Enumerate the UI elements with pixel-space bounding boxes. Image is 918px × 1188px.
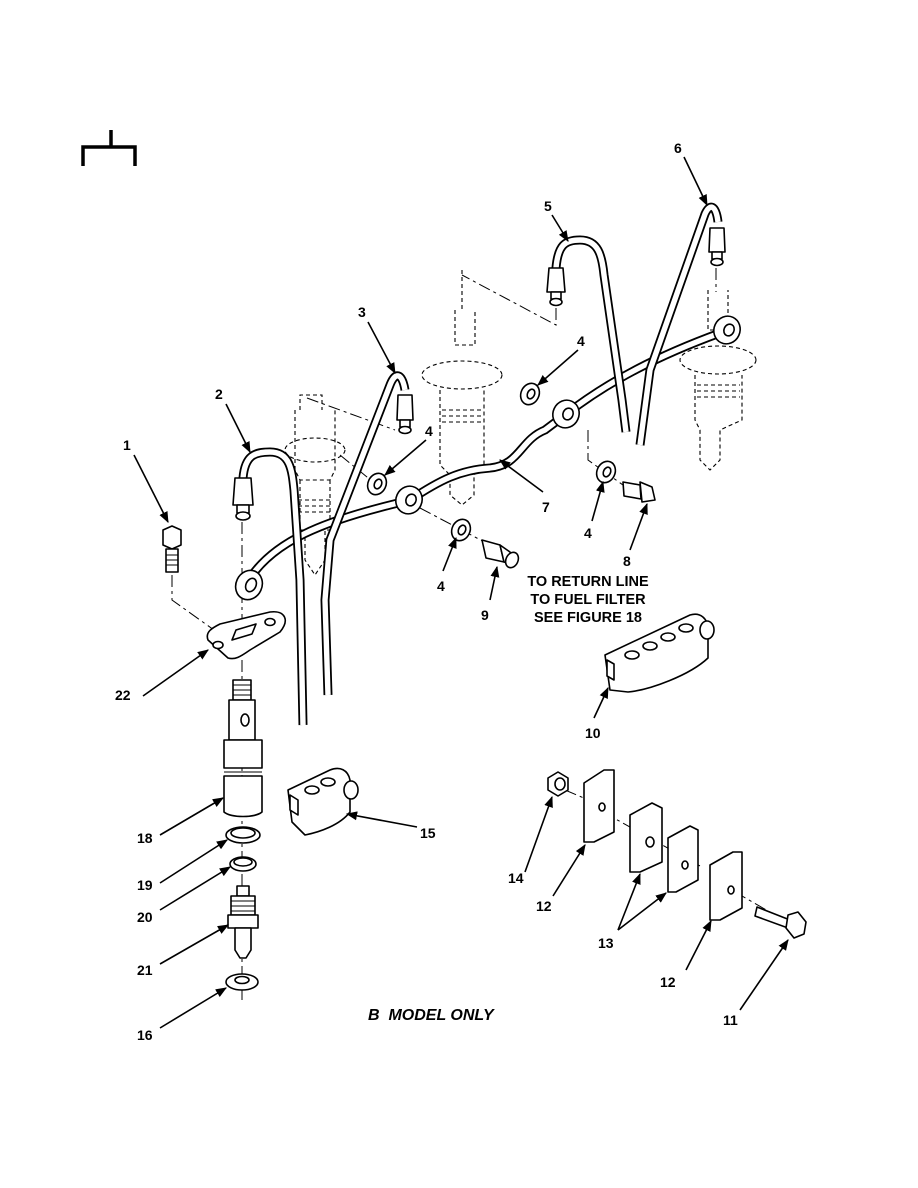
callout-4: 4 (584, 525, 592, 541)
callout-12: 12 (536, 898, 552, 914)
note-line-2: TO FUEL FILTER (530, 592, 646, 608)
callout-14: 14 (508, 870, 524, 886)
callout-4: 4 (577, 333, 585, 349)
callout-19: 19 (137, 877, 153, 893)
leader-arrows (133, 156, 789, 1029)
return-line-note: TO RETURN LINE TO FUEL FILTER SEE FIGURE… (527, 574, 649, 626)
clamp-15 (287, 767, 359, 836)
injection-line-2 (232, 447, 308, 726)
callout-3: 3 (358, 304, 366, 320)
nozzle-holder-18 (223, 679, 263, 818)
clamp-bracket-12b (709, 851, 743, 921)
nozzle-21 (227, 885, 259, 959)
injection-line-3 (320, 371, 414, 696)
section-bracket-icon (81, 130, 137, 166)
callout-6: 6 (674, 140, 682, 156)
callout-8: 8 (623, 553, 631, 569)
bolt-1 (162, 525, 182, 573)
callout-4: 4 (425, 423, 433, 439)
callout-15: 15 (420, 825, 436, 841)
callout-1: 1 (123, 437, 131, 453)
clamp-halves-13 (629, 802, 699, 893)
callout-20: 20 (137, 909, 153, 925)
bolt-11 (754, 906, 807, 939)
callout-18: 18 (137, 830, 153, 846)
clamp-bracket-12a (583, 769, 615, 843)
banjo-bolt-8 (622, 481, 656, 503)
clamp-10 (604, 613, 715, 693)
callout-5: 5 (544, 198, 552, 214)
callout-21: 21 (137, 962, 153, 978)
callout-13: 13 (598, 935, 614, 951)
callout-9: 9 (481, 607, 489, 623)
callout-7: 7 (542, 499, 550, 515)
nut-14 (547, 771, 569, 797)
washer-4 (366, 382, 617, 542)
seal-ring-20 (229, 856, 257, 872)
washer-16 (225, 973, 259, 991)
callout-2: 2 (215, 386, 223, 402)
note-line-3: SEE FIGURE 18 (534, 610, 642, 626)
callout-4: 4 (437, 578, 445, 594)
hold-down-clamp-22 (206, 610, 286, 660)
callout-22: 22 (115, 687, 131, 703)
return-line-eyes (234, 315, 741, 601)
callout-12: 12 (660, 974, 676, 990)
callout-10: 10 (585, 725, 601, 741)
figure-caption: B MODEL ONLY (368, 1007, 495, 1024)
note-line-1: TO RETURN LINE (527, 574, 649, 590)
callout-11: 11 (723, 1012, 738, 1028)
phantom-injector-3 (679, 290, 757, 471)
banjo-fitting-9 (481, 539, 520, 569)
seal-ring-19 (225, 826, 261, 844)
injection-line-6 (635, 202, 726, 446)
callout-16: 16 (137, 1027, 153, 1043)
callout-labels: 1 2 3 4 4 4 4 5 6 7 8 9 10 11 12 12 13 1… (115, 140, 738, 1043)
injection-line-5 (546, 235, 631, 433)
